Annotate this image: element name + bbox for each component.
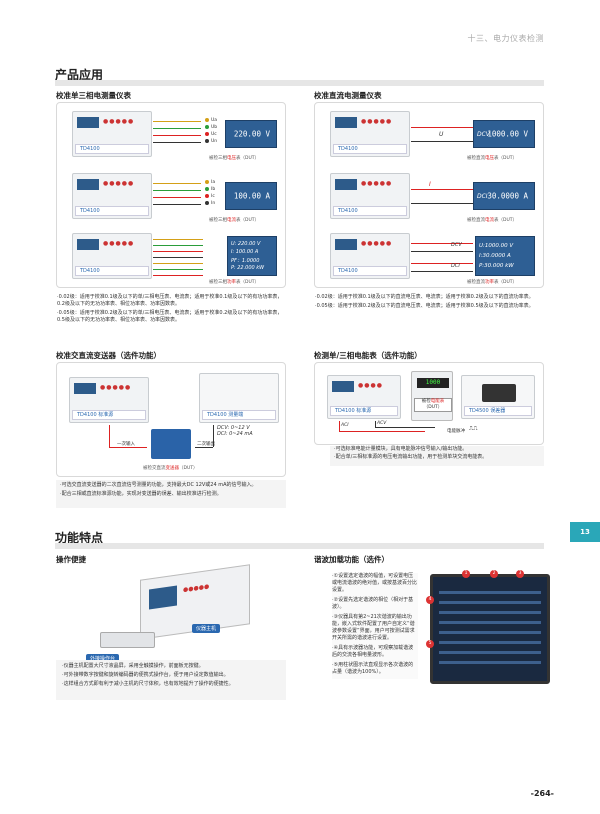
dci-label: DCI: [451, 263, 460, 269]
dut-caption: 被检交直流变送器（DUT）: [143, 466, 198, 471]
callout-5: 5: [426, 640, 434, 648]
chapter-header: 十三、电力仪表检测: [467, 34, 544, 43]
aci-label: ACI: [341, 423, 349, 428]
dut-label: 被检电能表（DUT）: [414, 398, 452, 412]
console-photo: [100, 632, 155, 648]
host-label: 仪器主机: [192, 624, 221, 633]
subtitle-easy-operation: 操作便捷: [56, 555, 86, 564]
callout-4: 4: [426, 596, 434, 604]
dc-meter-notes: ·0.02级：适用于校准0.1级及以下的直流电压表、电流表；适用于校准0.2级及…: [315, 294, 534, 309]
dut-meter-display: DCV 1000.00 V: [473, 120, 535, 148]
source-device: ●●●●● TD4100: [72, 173, 152, 219]
operation-notes: ·仪器主机配置大尺寸液晶屏，采用全触摸操作，前面板无按键。 ·可外接带数字按键和…: [62, 663, 234, 687]
dc-meter-diagram-panel: ●●●●● TD4100 U DCV 1000.00 V 被检直流电压表（DUT…: [314, 102, 544, 288]
dut-meter-display: DCI 30.0000 A: [473, 182, 535, 210]
transmitter-notes-bg: [56, 480, 286, 508]
source-device: ●●●● TD4100 标准源: [327, 375, 401, 419]
terminal-labels: Ia Ib Ic In: [205, 179, 215, 207]
dut-caption: 被检三相功率表（DUT）: [209, 280, 260, 285]
chapter-tab: 13: [570, 522, 600, 542]
subtitle-transmitter: 校准交直流变送器（选件功能）: [56, 351, 161, 360]
current-symbol: I: [429, 181, 431, 188]
transmitter-notes: ·可选交直流变送器的二次直流信号测量的功能，支持最大DC 12V或24 mA的信…: [60, 482, 257, 497]
acv-label: ACV: [377, 421, 387, 426]
dut-caption: 被检直流功率表（DUT）: [467, 280, 518, 285]
source-device: ●●●●● TD4100: [330, 233, 410, 279]
harmonic-screen: [430, 574, 550, 684]
harmonic-feature-list: ·①设置选定谐波的幅值，可设置电压或电流谐波的绝对值，或按基波百分比设置。 ·②…: [332, 573, 418, 679]
source-device: ●●●●● TD4100 标准源: [69, 377, 149, 423]
source-device: ●●●●● TD4100: [330, 173, 410, 219]
dc-range-labels: DCV: 0~12 V DCI: 0~24 mA: [217, 425, 253, 437]
source-device: ●●●●● TD4100: [72, 233, 152, 279]
callout-2: 2: [490, 570, 498, 578]
subtitle-energy-meter: 检测单/三相电能表（选件功能）: [314, 351, 422, 360]
section-divider: [55, 543, 544, 549]
dut-meter-display: 220.00 V: [225, 120, 277, 148]
callout-1: 1: [462, 570, 470, 578]
dut-power-display: U:1000.00 V I:30.0000 A P:30.000 kW: [475, 236, 535, 276]
input-label: 一次输入: [117, 442, 135, 447]
page-number: -264-: [530, 789, 554, 798]
error-calculator: TD4500 误差器: [461, 375, 535, 419]
source-device: ●●●●● TD4100: [330, 111, 410, 157]
callout-3: 3: [516, 570, 524, 578]
transmitter-diagram-panel: ●●●●● TD4100 标准源 TD4100 测量端 DCV: 0~12 V …: [56, 362, 286, 477]
ac-meter-notes: ·0.02级：适用于校准0.1级及以下的单/三相电压表、电流表；适用于校准0.1…: [57, 294, 283, 323]
console-label: 外接操作台: [86, 654, 120, 663]
dut-caption: 被检直流电流表（DUT）: [467, 218, 518, 223]
section-divider: [55, 80, 544, 86]
source-device: ●●●●● TD4100: [72, 111, 152, 157]
pulse-wave-icon: ⎍⎍: [469, 425, 478, 432]
dut-caption: 被检直流电压表（DUT）: [467, 156, 518, 161]
dut-meter-display: 100.00 A: [225, 182, 277, 210]
dut-caption: 被检三相电压表（DUT）: [209, 156, 260, 161]
pulse-label: 电能脉冲: [447, 429, 465, 434]
subtitle-dc-meters: 校准直流电测量仪表: [314, 91, 382, 100]
energy-notes-bg: [330, 446, 544, 466]
energy-notes: ·可选标准电能计量模块，具有电能脉冲信号输入/输出功能。 ·配合单/三相标准源的…: [334, 446, 488, 460]
dcv-label: DCV: [451, 242, 462, 248]
section-title-application: 产品应用: [55, 68, 104, 82]
subtitle-harmonic: 谐波加载功能（选件）: [314, 555, 389, 564]
energy-diagram-panel: ●●●● TD4100 标准源 1000 被检电能表（DUT） TD4500 误…: [314, 362, 544, 445]
dut-caption: 被检三相电流表（DUT）: [209, 218, 260, 223]
voltage-symbol: U: [439, 131, 444, 138]
energy-meter-dut: 1000 被检电能表（DUT）: [411, 371, 453, 421]
dut-power-display: U: 220.00 V I: 100.00 A PF：1.0000 P: 22.…: [227, 236, 277, 276]
subtitle-ac-meters: 校准单三相电测量仪表: [56, 91, 131, 100]
ac-meter-diagram-panel: ●●●●● TD4100 Ua Ub Uc Un 220.00 V 被检三相电压…: [56, 102, 286, 288]
section-title-features: 功能特点: [55, 531, 104, 545]
output-label: 二次输出: [197, 442, 215, 447]
measure-device: TD4100 测量端: [199, 373, 279, 423]
operation-notes-bg: [56, 660, 286, 700]
transmitter-device: [151, 429, 191, 459]
terminal-labels: Ua Ub Uc Un: [205, 117, 217, 145]
